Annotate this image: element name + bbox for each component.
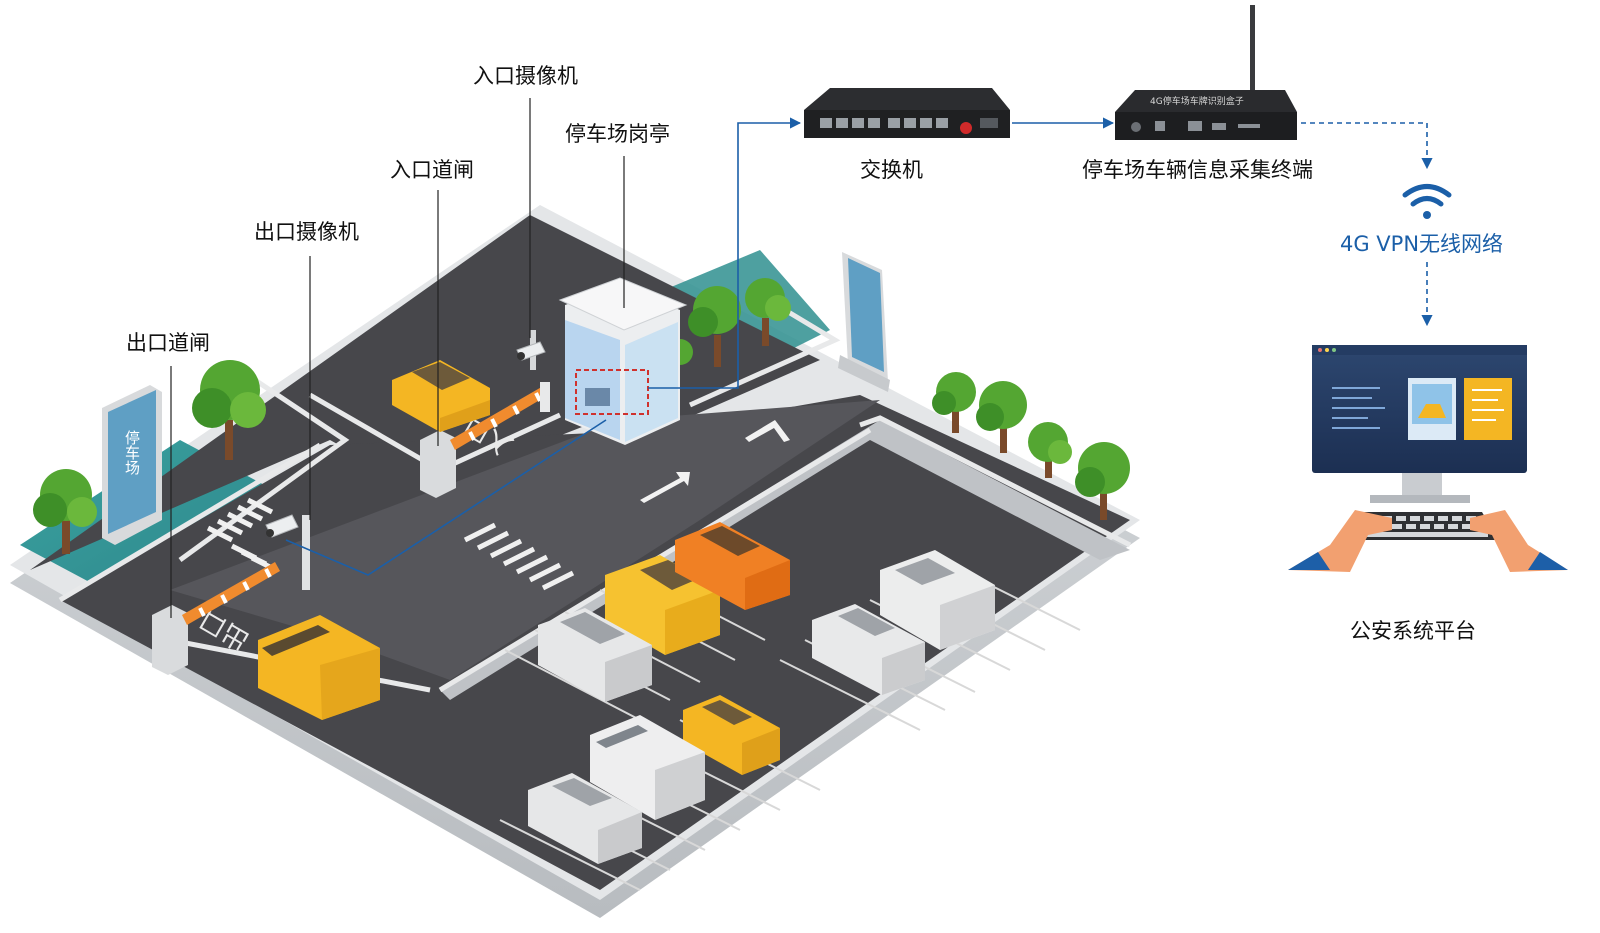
label-entry-camera: 入口摄像机: [473, 64, 578, 88]
exit-camera-device: [265, 514, 310, 590]
tree-icon: [192, 360, 266, 460]
exit-barrier-gate: [152, 562, 280, 675]
entry-barrier-gate: [420, 382, 550, 498]
entry-camera-device: [516, 330, 546, 370]
parking-booth: [558, 277, 688, 445]
car-white-van: [590, 715, 705, 820]
tree-icon: [33, 469, 97, 554]
label-terminal: 停车场车辆信息采集终端: [1082, 158, 1313, 182]
terminal-top-text: 4G停车场车牌识别盒子: [1150, 95, 1244, 107]
car-white-2: [812, 604, 925, 695]
signboard-right: [838, 252, 890, 392]
car-orange: [675, 522, 790, 610]
keyboard-icon: [1288, 510, 1568, 572]
tree-icon: [976, 381, 1027, 453]
tree-icon: [1075, 442, 1130, 520]
car-taxi-bottom: [683, 695, 780, 775]
label-exit-gate: 出口道闸: [126, 331, 210, 355]
collection-terminal: 4G停车场车牌识别盒子: [1115, 5, 1297, 140]
label-booth: 停车场岗亭: [565, 122, 670, 146]
central-lane: [170, 400, 880, 680]
barrier-gate-icon: [450, 385, 550, 450]
cars: [258, 360, 995, 864]
sleeve-right: [1528, 552, 1568, 570]
leader-lines: [170, 98, 625, 618]
parking-signboard-left: 停车场: [102, 385, 162, 545]
network-switch: [804, 88, 1010, 138]
car-taxi-entry: [392, 360, 490, 432]
label-entry-gate: 入口道闸: [390, 158, 474, 182]
monitor-icon: [1312, 345, 1527, 503]
label-exit-camera: 出口摄像机: [254, 220, 359, 244]
tree-icon: [1028, 422, 1072, 478]
wifi-icon: [1402, 184, 1452, 219]
tree-icon: [688, 286, 741, 367]
road-arrows: [640, 420, 790, 503]
car-white-pickup: [880, 550, 995, 650]
crosswalk-exit: [206, 497, 278, 573]
tree-icon: [932, 372, 976, 433]
car-white-3: [528, 773, 642, 864]
barrier-gate-icon: [182, 562, 280, 625]
car-white-1: [538, 608, 652, 702]
network-links: [285, 117, 1433, 576]
sleeve-left: [1288, 552, 1330, 570]
label-network: 4G VPN无线网络: [1340, 232, 1504, 256]
car-van-exit: [258, 615, 380, 720]
crosswalk-center: [463, 522, 575, 591]
tree-icon: [745, 278, 791, 346]
sign-text: 停车场: [123, 430, 141, 476]
label-platform: 公安系统平台: [1350, 619, 1476, 643]
label-switch: 交换机: [860, 158, 923, 182]
booth-highlight-box: [575, 369, 649, 415]
